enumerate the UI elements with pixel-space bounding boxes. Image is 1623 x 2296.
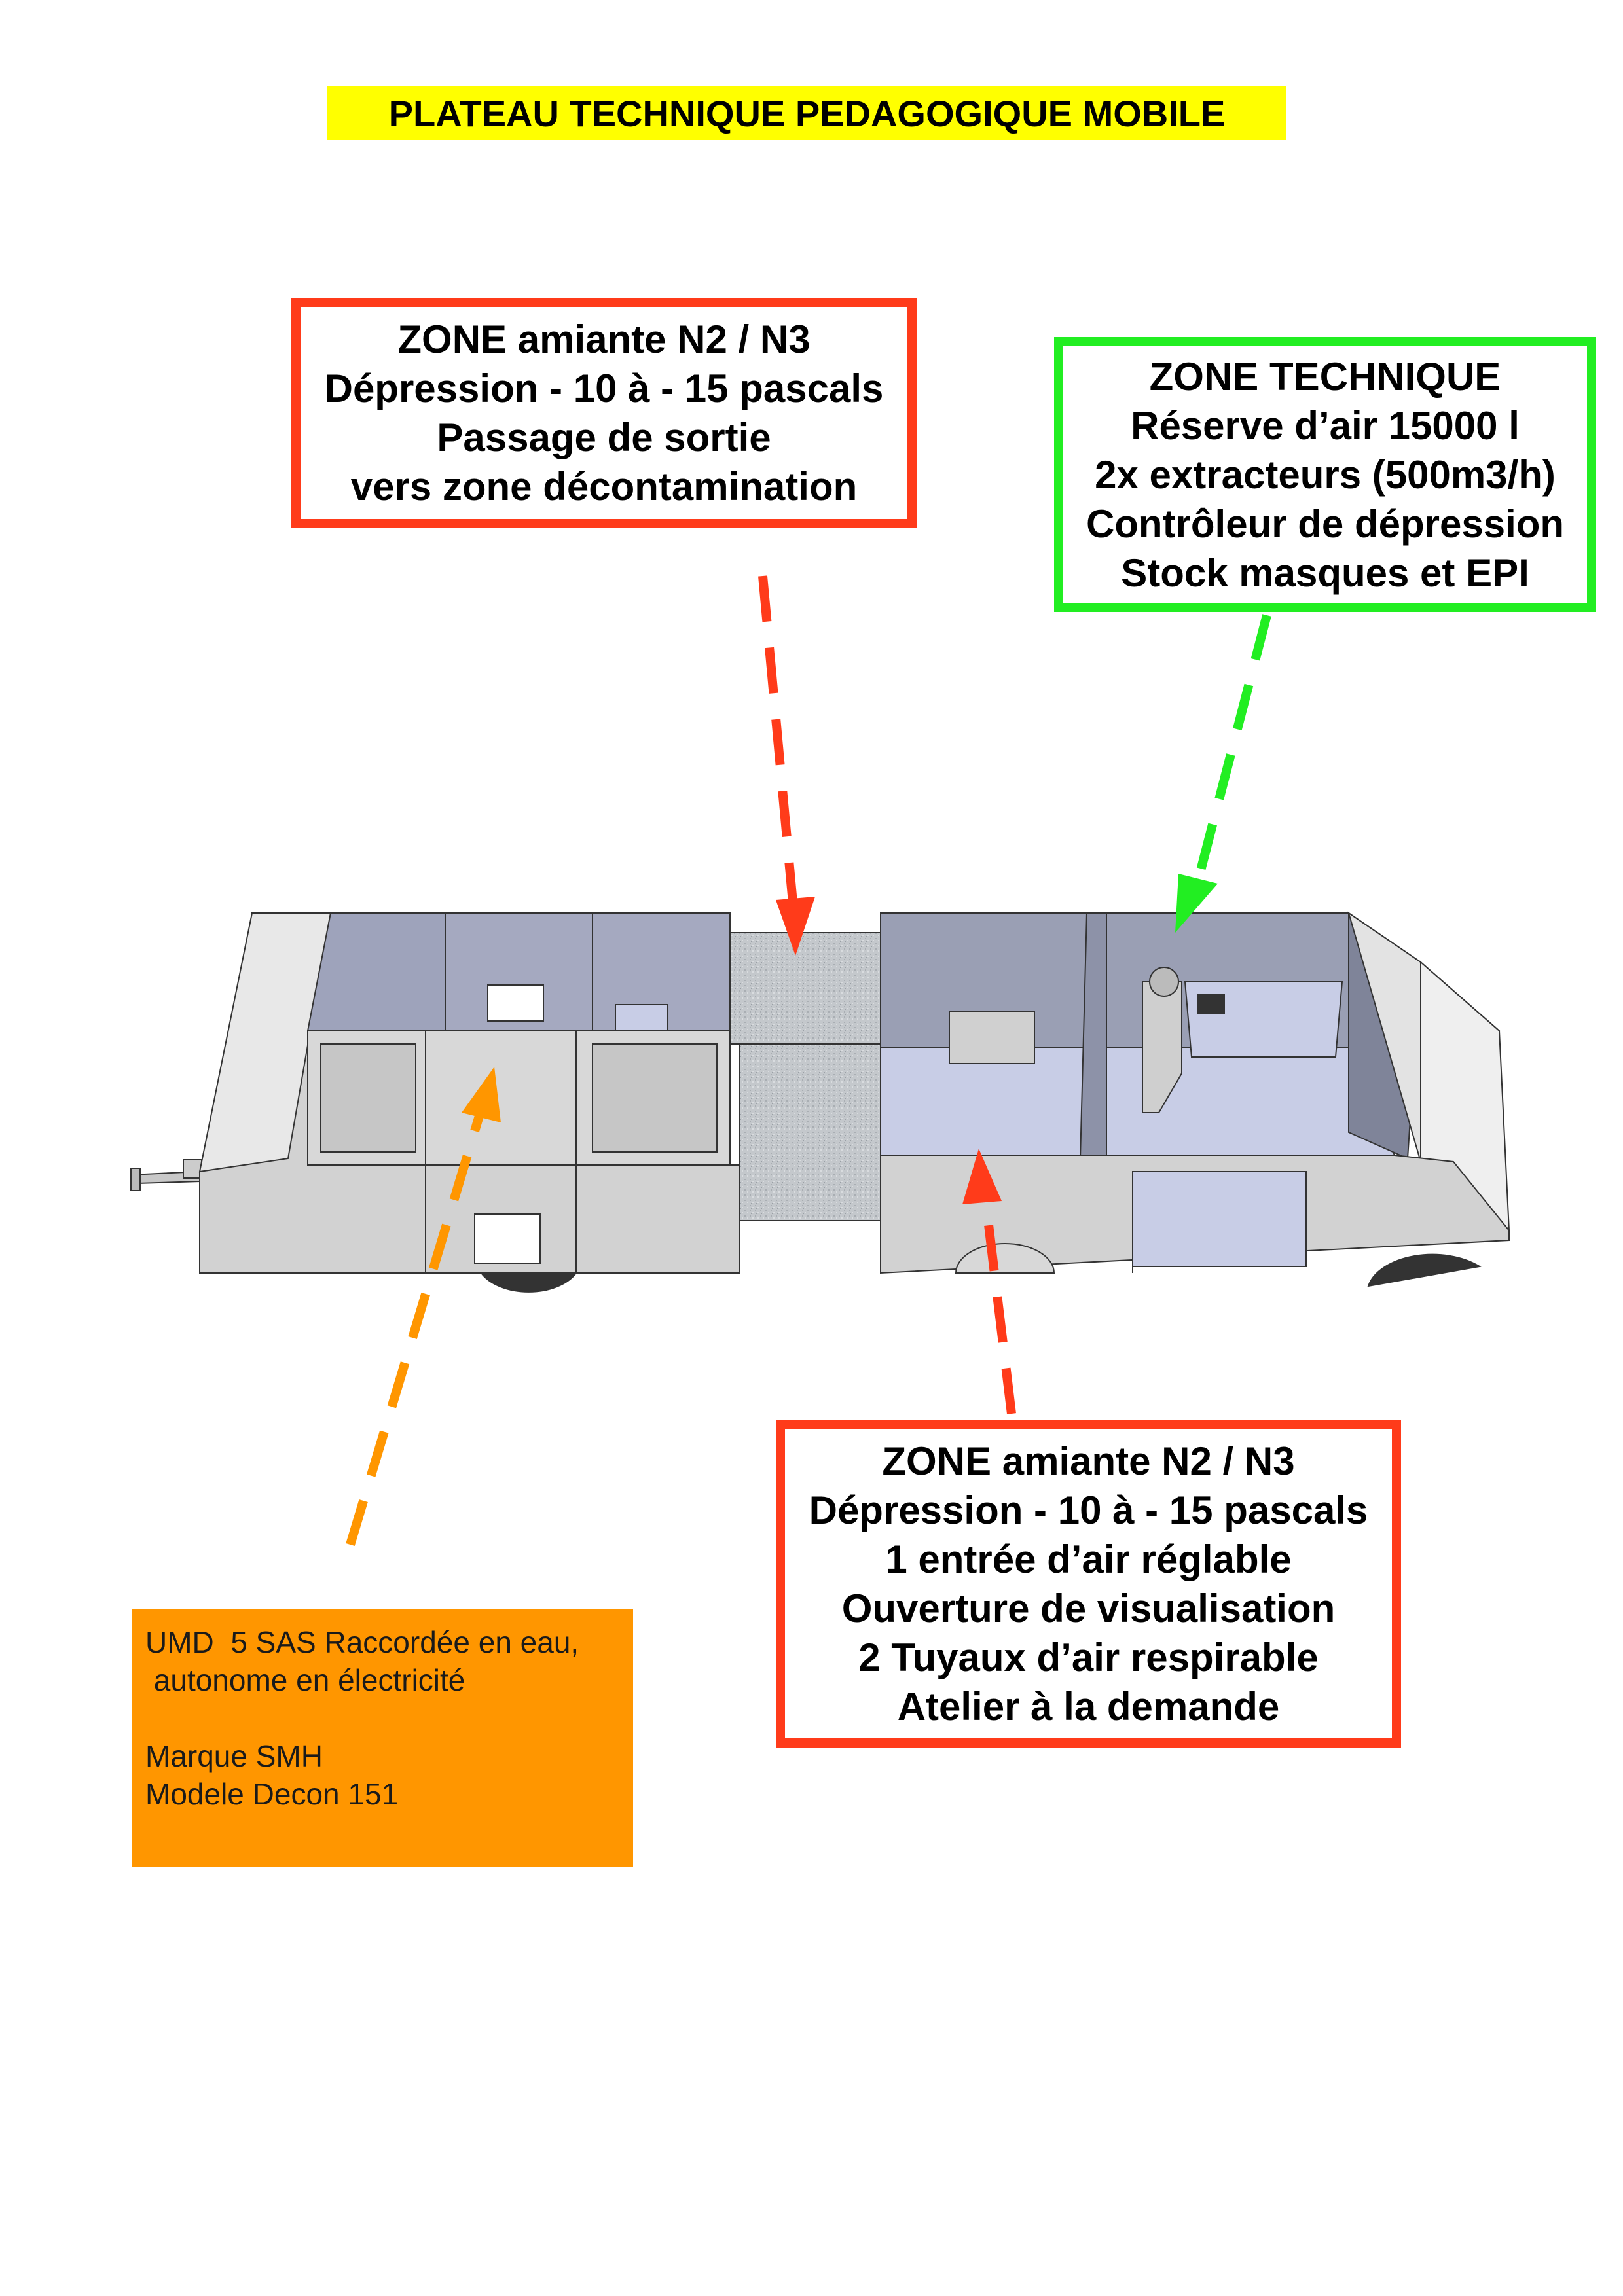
arrow-workshop-zone bbox=[962, 1149, 1016, 1414]
umd-line: Modele Decon 151 bbox=[145, 1777, 399, 1811]
umd-line: Marque SMH bbox=[145, 1739, 323, 1773]
callout-line: Passage de sortie bbox=[437, 416, 771, 459]
callout-line: ZONE amiante N2 / N3 bbox=[882, 1439, 1295, 1483]
callout-line: 2x extracteurs (500m3/h) bbox=[1095, 452, 1556, 497]
callout-line: Ouverture de visualisation bbox=[841, 1587, 1336, 1630]
callout-line: Réserve d’air 15000 l bbox=[1131, 403, 1520, 448]
callout-line: Dépression - 10 à - 15 pascals bbox=[809, 1488, 1368, 1532]
callout-line: Stock masques et EPI bbox=[1121, 550, 1529, 595]
umd-info-box: UMD 5 SAS Raccordée en eau, autonome en … bbox=[132, 1609, 633, 1867]
callout-line: vers zone décontamination bbox=[350, 465, 858, 509]
callout-zone-exit: ZONE amiante N2 / N3 Dépression - 10 à -… bbox=[291, 298, 917, 528]
arrow-umd bbox=[346, 1067, 501, 1547]
callout-line: 2 Tuyaux d’air respirable bbox=[858, 1636, 1319, 1679]
callout-line: Contrôleur de dépression bbox=[1085, 501, 1565, 546]
umd-line: UMD 5 SAS Raccordée en eau, bbox=[145, 1625, 579, 1659]
callout-zone-workshop: ZONE amiante N2 / N3 Dépression - 10 à -… bbox=[776, 1420, 1401, 1748]
trailer-right-module bbox=[880, 911, 1510, 1287]
callout-zone-technique: ZONE TECHNIQUE Réserve d’air 15000 l 2x … bbox=[1054, 337, 1596, 612]
connector-passage bbox=[729, 932, 881, 1221]
callout-line: ZONE TECHNIQUE bbox=[1149, 354, 1501, 399]
callout-line: Atelier à la demande bbox=[897, 1685, 1280, 1729]
page-title: PLATEAU TECHNIQUE PEDAGOGIQUE MOBILE bbox=[327, 86, 1286, 140]
umd-line: ​ bbox=[145, 1699, 620, 1737]
callout-line: ZONE amiante N2 / N3 bbox=[397, 317, 811, 361]
arrow-exit-zone bbox=[758, 575, 815, 956]
callout-line: 1 entrée d’air réglable bbox=[885, 1537, 1292, 1581]
arrow-technique-zone bbox=[1175, 614, 1271, 933]
trailer-left-module bbox=[130, 912, 740, 1293]
umd-line: autonome en électricité bbox=[145, 1663, 465, 1697]
callout-line: Dépression - 10 à - 15 pascals bbox=[324, 367, 884, 410]
